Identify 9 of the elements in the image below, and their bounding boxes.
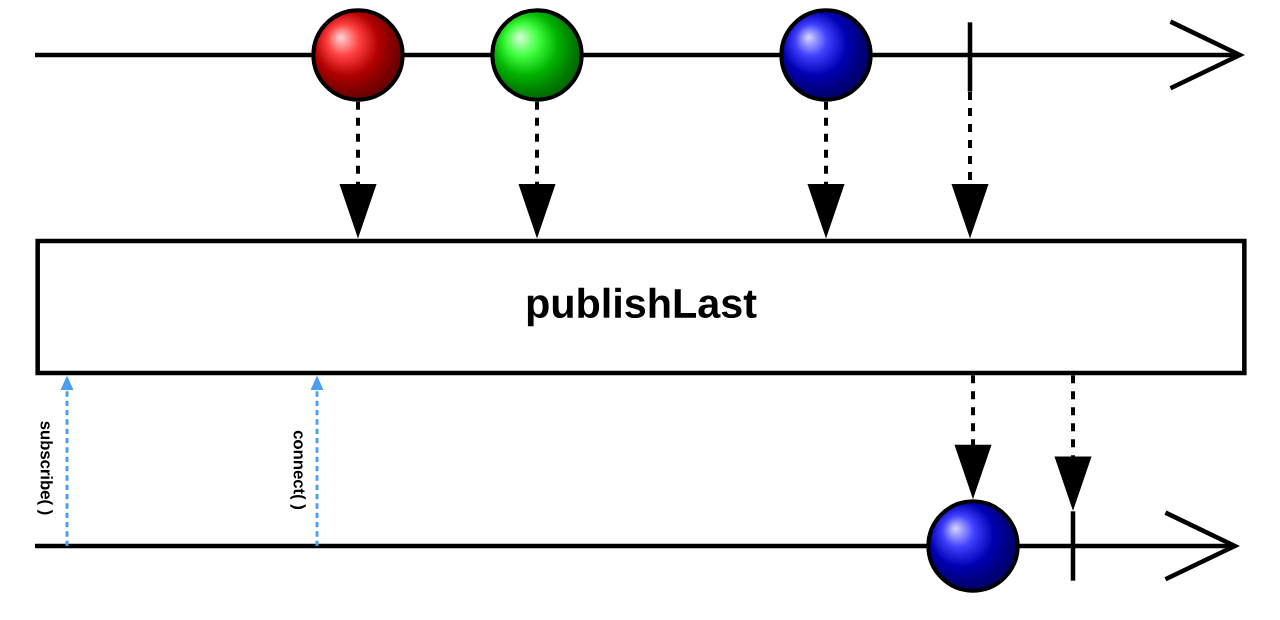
marble <box>311 8 405 102</box>
edge-label: subscribe( ) <box>37 421 53 515</box>
marble <box>779 8 873 102</box>
completion-bar <box>967 22 973 92</box>
completion-bar <box>1070 511 1076 581</box>
marble <box>490 8 584 102</box>
edge-label: connect( ) <box>290 430 306 509</box>
operator-box: publishLast <box>35 238 1247 376</box>
marble <box>926 499 1020 593</box>
